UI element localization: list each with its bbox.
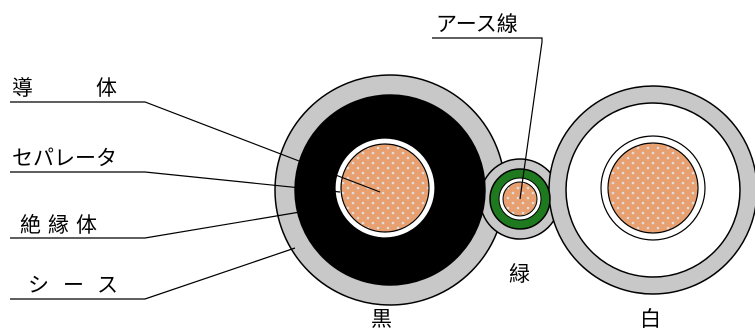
sheath-label: シース (28, 273, 132, 297)
earth-wire-leader (432, 37, 543, 200)
insulation-leader (10, 211, 301, 239)
green-core-color-label: 緑 (509, 262, 530, 286)
white-core (565, 102, 741, 278)
earth-wire-label: アース線 (436, 12, 518, 36)
earth-wire (489, 168, 551, 230)
conductor-leader (10, 101, 381, 193)
leader-lines (10, 37, 543, 300)
sheath-leader (10, 247, 296, 300)
conductor-label: 導 体 (12, 76, 124, 100)
insulation-label: 絶縁体 (20, 213, 104, 237)
separator-label: セパレータ (12, 146, 117, 170)
white-core-color-label: 白 (640, 307, 661, 331)
separator-leader (10, 171, 341, 193)
black-core-color-label: 黒 (371, 307, 392, 331)
black-core (294, 94, 486, 286)
